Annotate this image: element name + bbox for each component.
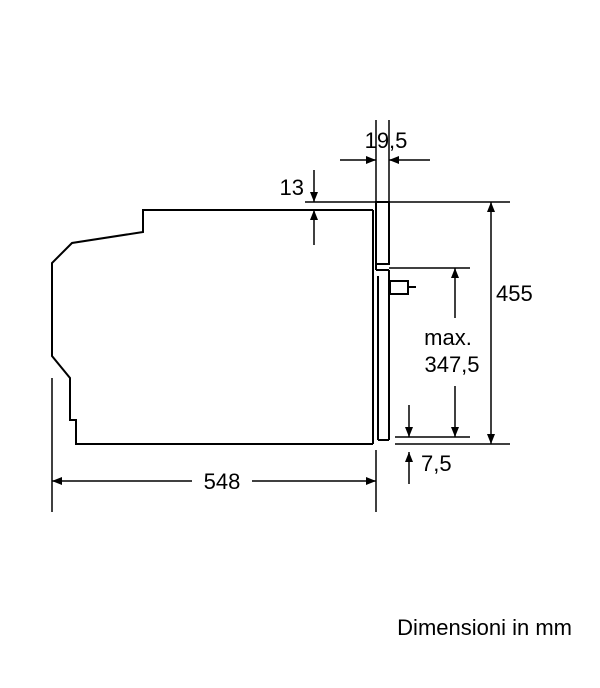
dim-depth-label: 548 [204,469,241,494]
dim-front-width-label: 19,5 [365,128,408,153]
oven-front-panel [375,201,390,441]
units-caption: Dimensioni in mm [397,615,572,640]
dimension-arrows [52,156,495,485]
dim-height-label: 455 [496,281,533,306]
dim-max-value-label: 347,5 [424,352,479,377]
knob [389,280,416,295]
dim-max-label: max. [424,325,472,350]
dim-bottom-gap-label: 7,5 [421,451,452,476]
dim-top-gap-label: 13 [280,175,304,200]
oven-body-outline [51,209,374,445]
